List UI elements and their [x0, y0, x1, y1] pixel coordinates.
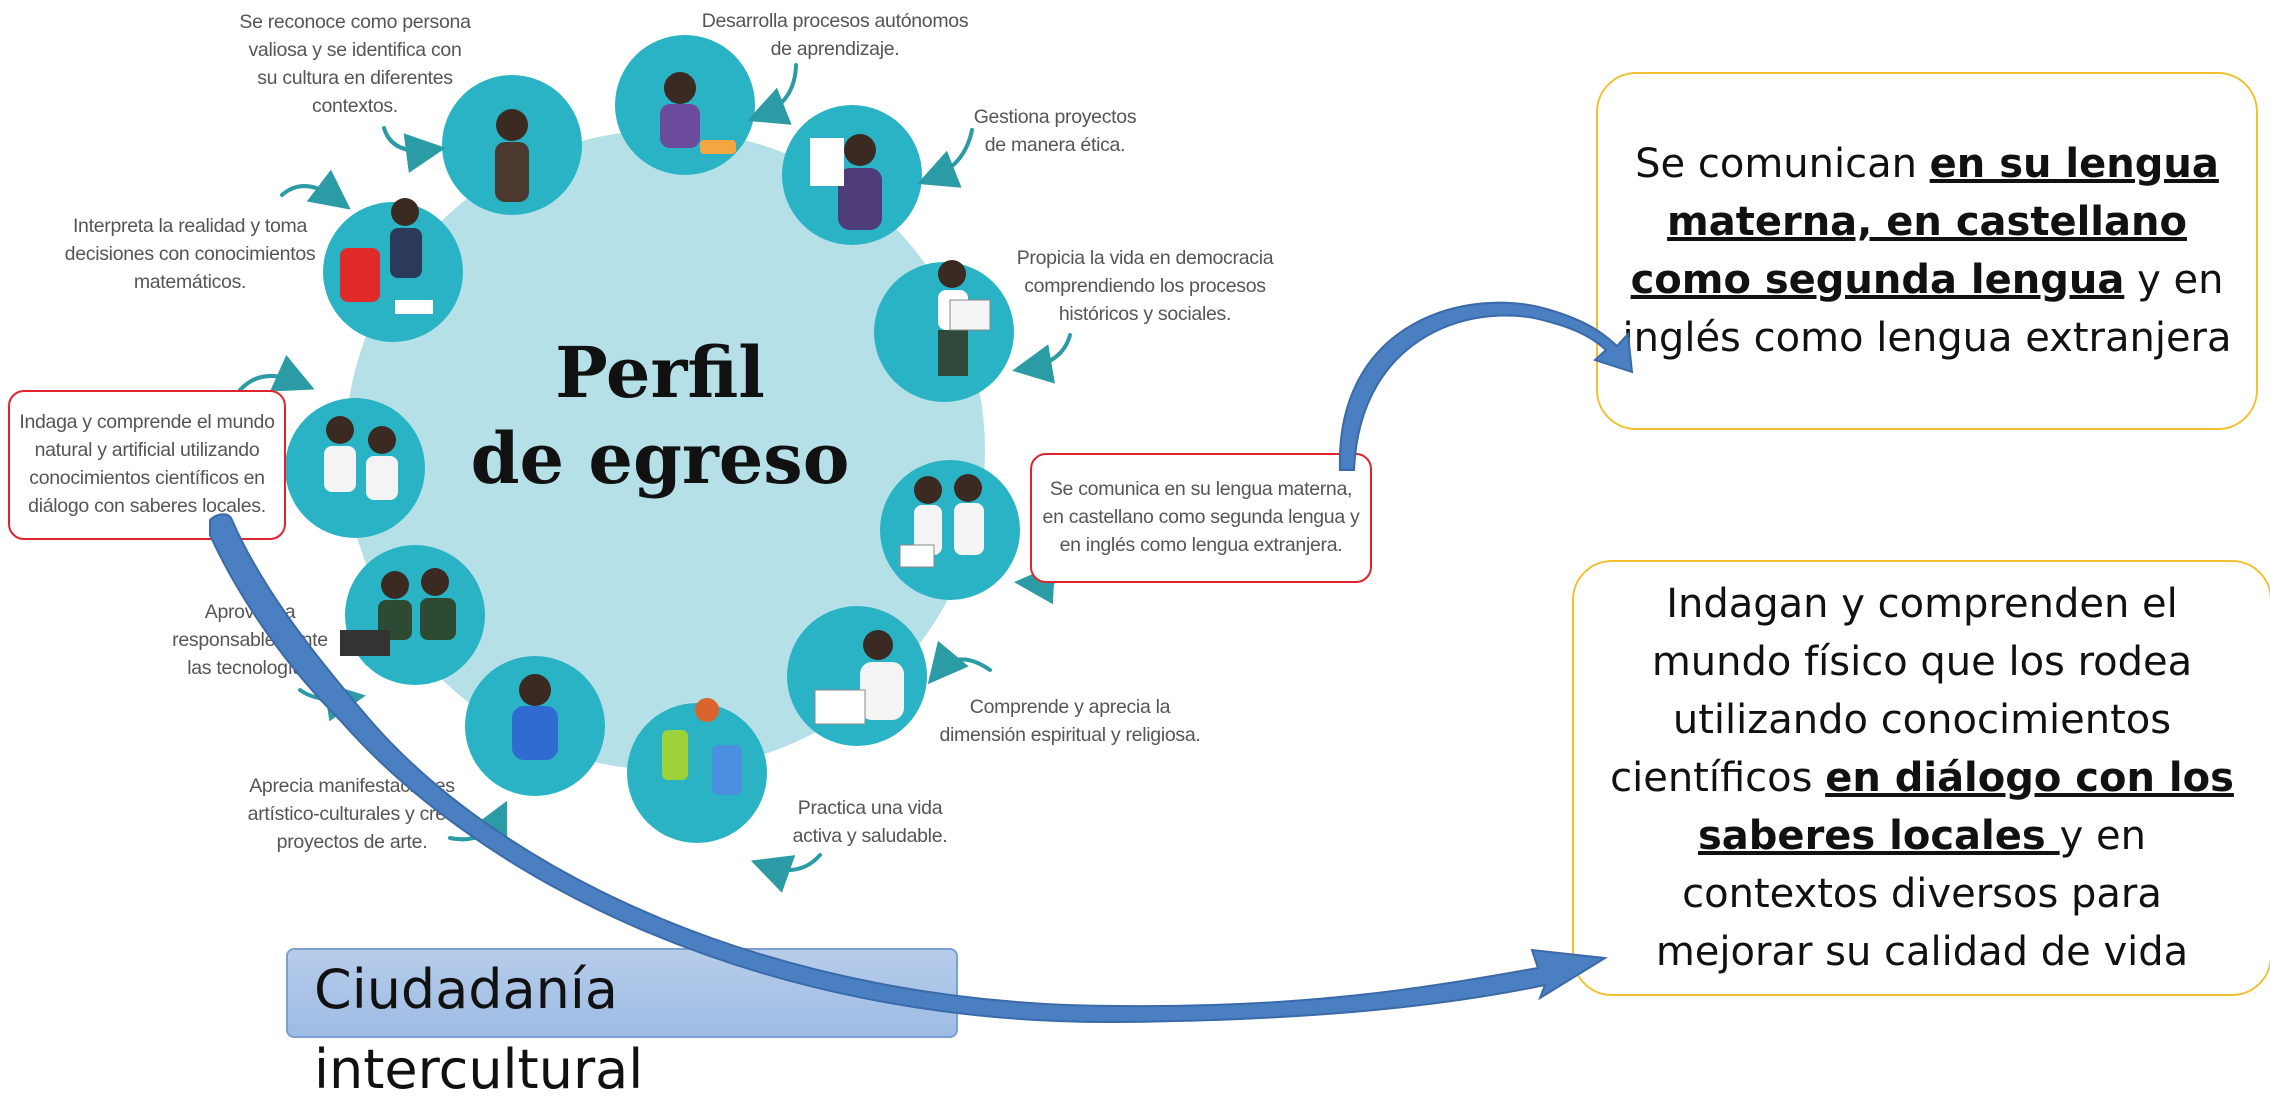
photo-circle-propicia	[874, 260, 1014, 402]
photo-circle-indaga	[285, 398, 425, 538]
caption-comunica: Se comunica en su lengua materna,en cast…	[1042, 478, 1360, 556]
callout-lengua: Se comunican en su lengua materna, en ca…	[1596, 72, 2258, 430]
photo-circle-tecnologias	[340, 545, 485, 685]
photo-circle-espiritual	[787, 606, 927, 746]
diagram-title: Perfil de egreso	[440, 330, 880, 502]
photo-circle-interpreta	[323, 198, 463, 342]
caption-comunica-highlight: Se comunica en su lengua materna,en cast…	[1030, 453, 1372, 583]
photo-circle-comunica	[880, 460, 1020, 600]
photo-circle-gestiona	[782, 105, 922, 245]
callout-indagan: Indagan y comprenden el mundo físico que…	[1572, 560, 2270, 996]
photo-circle-arte	[465, 656, 605, 796]
diagram-title-line1: Perfil	[555, 331, 765, 414]
diagram-title-line2: de egreso	[470, 417, 850, 500]
callout-indagan-text: Indagan y comprenden el mundo físico que…	[1610, 581, 2234, 975]
ciudadania-label: Ciudadanía intercultural	[286, 948, 958, 1101]
photo-circle-reconoce	[442, 75, 582, 215]
photo-circle-desarrolla	[615, 35, 755, 175]
callout-lengua-text: Se comunican en su lengua materna, en ca…	[1622, 141, 2232, 361]
